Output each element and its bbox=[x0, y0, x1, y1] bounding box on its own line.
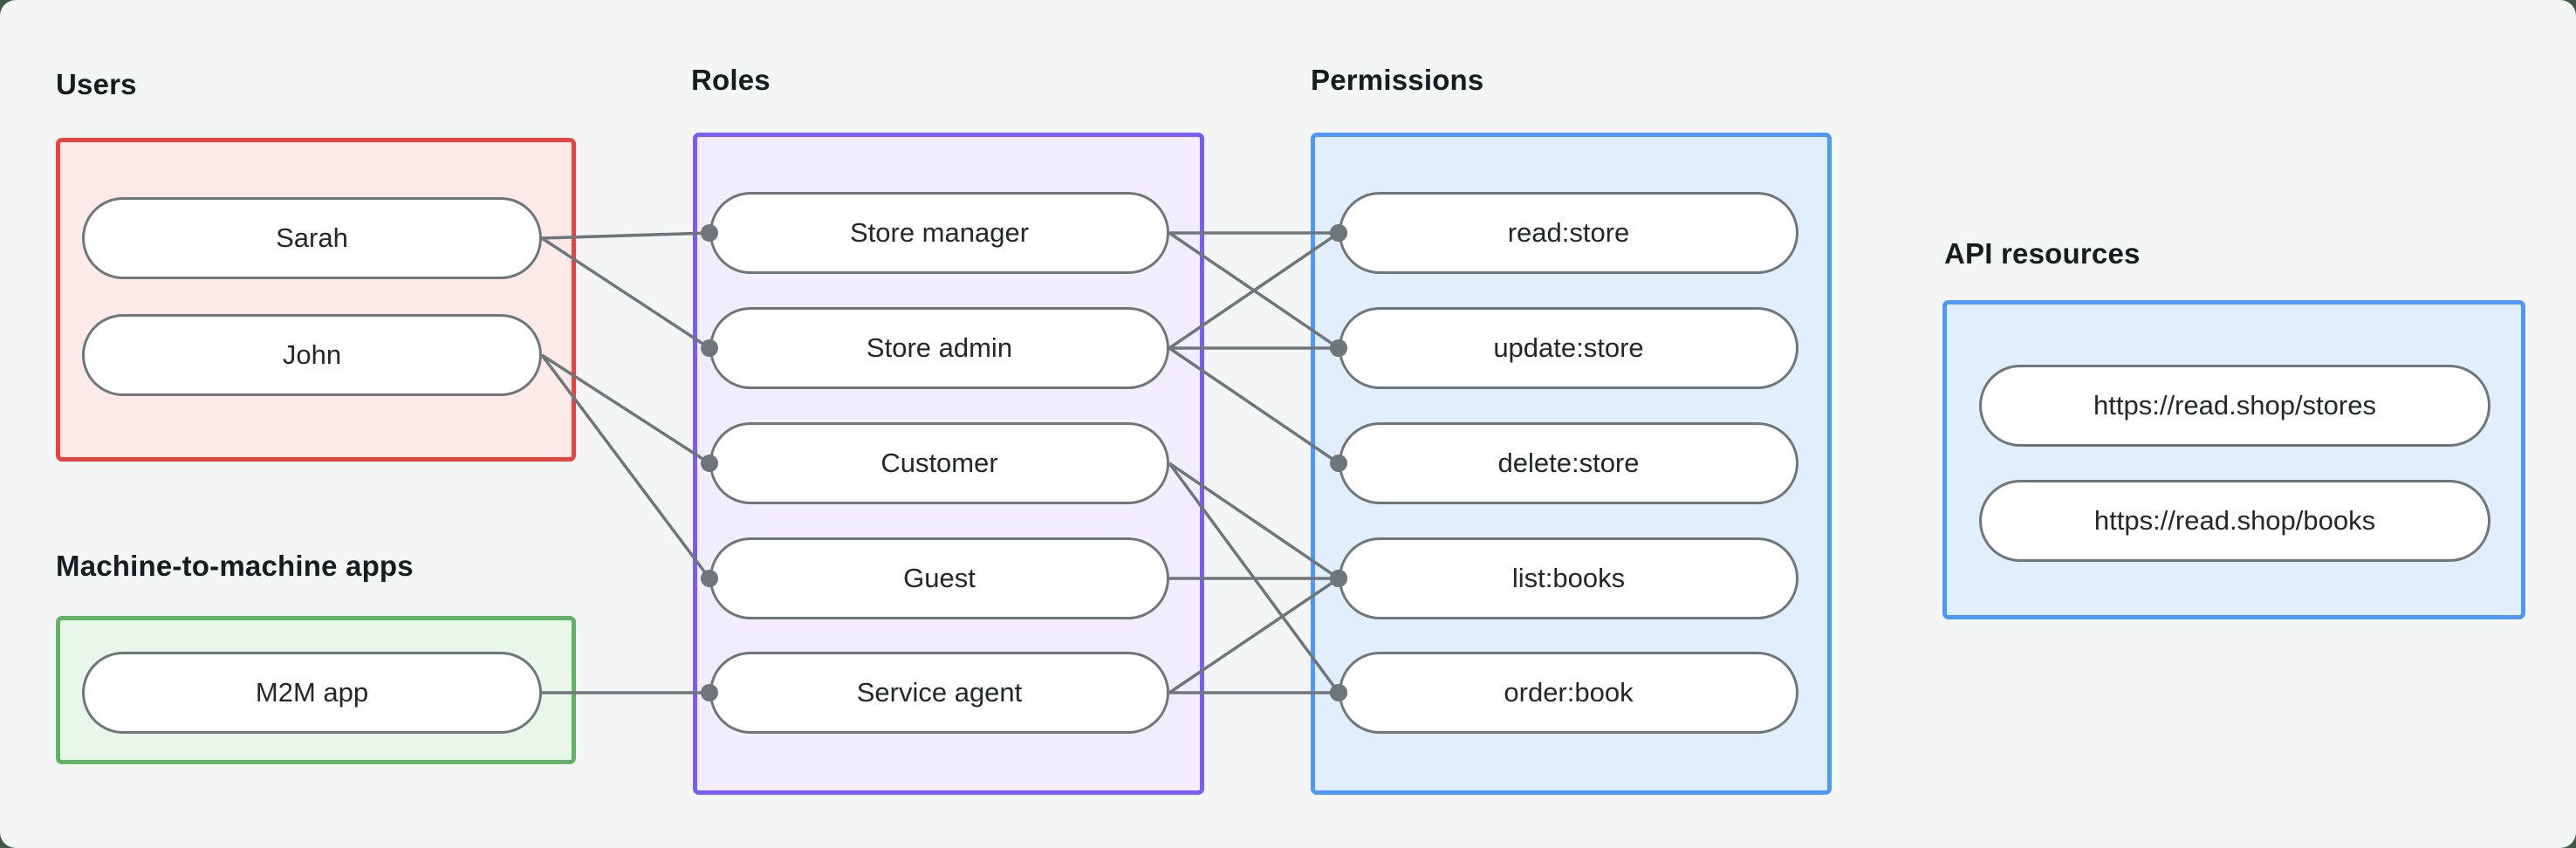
node-store-manager: Store manager bbox=[709, 192, 1169, 274]
group-label-m2m-apps: Machine-to-machine apps bbox=[56, 550, 414, 582]
node-order-book: order:book bbox=[1339, 652, 1798, 734]
node-delete-store: delete:store bbox=[1339, 422, 1798, 504]
group-label-permissions: Permissions bbox=[1311, 64, 1484, 96]
node-list-books: list:books bbox=[1339, 537, 1798, 619]
node-sarah: Sarah bbox=[82, 197, 542, 279]
node-customer: Customer bbox=[709, 422, 1169, 504]
node-m2m-app: M2M app bbox=[82, 652, 542, 734]
node-update-store: update:store bbox=[1339, 307, 1798, 389]
api-resources-group-box bbox=[1942, 300, 2525, 619]
node-store-admin: Store admin bbox=[709, 307, 1169, 389]
node-guest: Guest bbox=[709, 537, 1169, 619]
node-read-store: read:store bbox=[1339, 192, 1798, 274]
node-api-books: https://read.shop/books bbox=[1979, 480, 2490, 562]
group-label-users: Users bbox=[56, 68, 137, 100]
node-john: John bbox=[82, 314, 542, 396]
users-group-box bbox=[56, 138, 576, 462]
node-api-stores: https://read.shop/stores bbox=[1979, 365, 2490, 447]
group-label-api-resources: API resources bbox=[1944, 237, 2141, 270]
group-label-roles: Roles bbox=[691, 64, 771, 96]
node-service-agent: Service agent bbox=[709, 652, 1169, 734]
